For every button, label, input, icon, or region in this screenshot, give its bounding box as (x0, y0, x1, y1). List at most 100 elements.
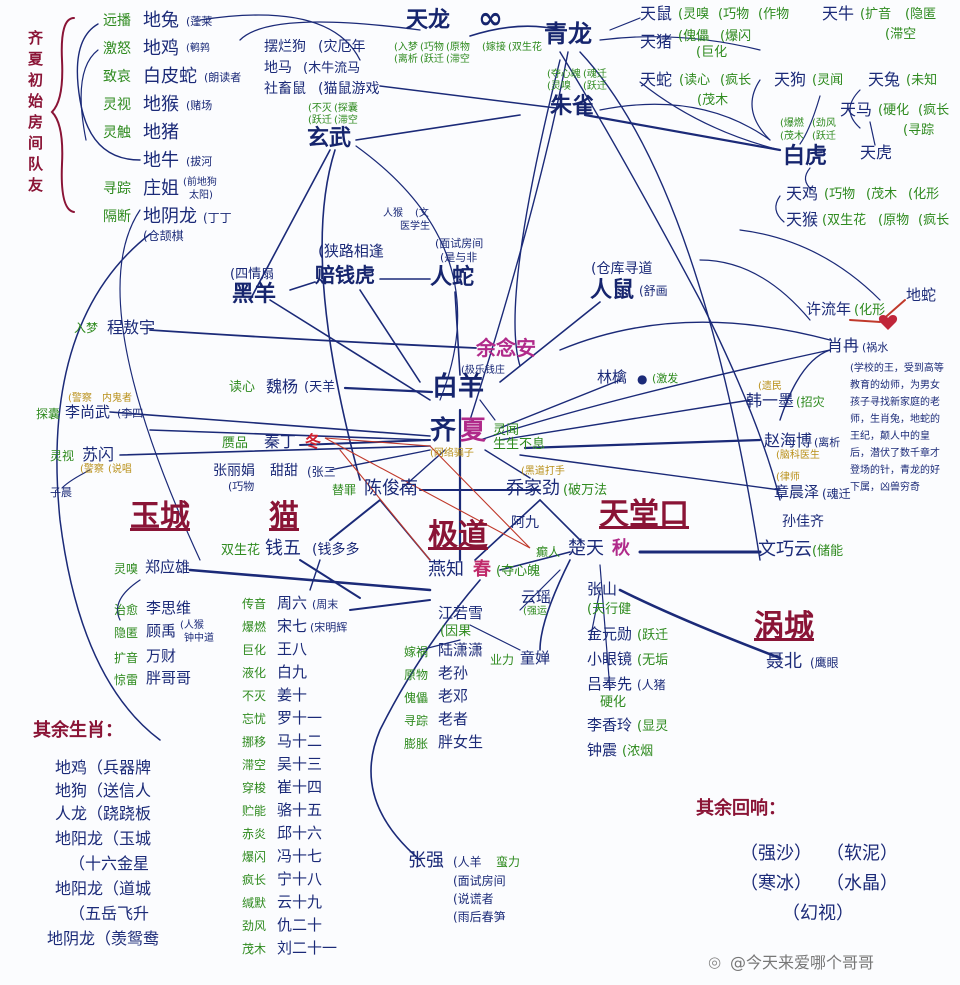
room-label: (张三 (307, 465, 336, 479)
echo-label: (夺心魄 (547, 69, 581, 80)
echo-label: (嫁接 (482, 42, 506, 53)
character-name: 苏闪 (82, 445, 115, 464)
heiyang-node: 黑羊 (232, 282, 277, 307)
echo-label: 隐匿 (114, 626, 139, 640)
echo-label: (劲风 (812, 118, 836, 129)
legend-item: 人龙（跷跷板 (55, 804, 152, 823)
echo-label: (夺心魄 (496, 564, 541, 579)
echo-label: (强运 (523, 606, 547, 617)
echo-label: (寻踪 (903, 123, 935, 138)
echo-label: (巧物 (420, 42, 444, 53)
echo-label: (化形 (854, 303, 886, 318)
connector-line (329, 449, 431, 471)
connector-line (751, 79, 771, 141)
room-label: (魂迁 (822, 487, 851, 501)
room-label: (前地狗 (183, 177, 217, 188)
character-name: 白皮蛇 (143, 66, 197, 87)
echo-label: (原物 (878, 213, 910, 228)
echo-label: 灵视 (50, 449, 75, 463)
character-name: 地猴 (143, 94, 179, 115)
echo-label: 入梦 (74, 321, 99, 335)
xia-char: 夏 (460, 416, 487, 446)
character-name: 云十九 (277, 893, 323, 911)
room-label: 钟中道 (184, 633, 214, 644)
connector-line (76, 23, 141, 161)
echo-label: (激发 (652, 372, 679, 385)
room-label: (舒画 (639, 284, 668, 298)
connector-line (779, 349, 831, 421)
character-name: 天马 (840, 100, 873, 119)
legend-item: （五岳飞升 (69, 904, 150, 923)
legend-other-zodiac-heading: 其余生肖： (33, 720, 123, 741)
character-name: 邱十六 (277, 824, 323, 842)
echo-label: (无垢 (637, 653, 669, 668)
echo-label: 滞空 (242, 758, 267, 772)
room-label: (遗民 (758, 381, 782, 392)
room-label: (网络骗子 (430, 448, 474, 459)
echo-label: (双生花 (508, 42, 542, 53)
echo-label: 赤炎 (242, 827, 267, 841)
character-name: 江若雪 (438, 604, 484, 622)
room-label: (脑科医生 (776, 450, 820, 461)
connector-line (599, 36, 761, 51)
character-name: 张山 (587, 580, 618, 598)
qinglong-node: 青龙 (544, 20, 592, 48)
echo-label: 灵视 (103, 97, 131, 113)
character-name: 地阴龙 (143, 206, 197, 227)
connector-line (239, 21, 421, 41)
connector-line (469, 25, 561, 37)
echo-label: (浓烟 (622, 744, 654, 759)
legend-item: （十六金星 (69, 854, 150, 873)
echo-label: (天行健 (587, 602, 632, 617)
room-label: (天羊 (304, 380, 336, 395)
peiqianhu-node: 赔钱虎 (315, 263, 375, 287)
room-label: (黑道打手 (521, 466, 565, 477)
renshu-node: 人鼠 (590, 278, 635, 303)
connector-line (359, 289, 421, 383)
character-name: 天猴 (786, 210, 819, 229)
echo-label: 忘忧 (242, 712, 267, 726)
connector-line (289, 281, 316, 291)
room-label: (蓬莱 (186, 15, 213, 28)
character-name: 地马 (264, 60, 292, 76)
echo-label: 探囊 (36, 407, 61, 421)
echo-label: 液化 (242, 666, 267, 680)
echo-label: 灵闻 (493, 423, 520, 438)
character-name: 白九 (277, 663, 308, 681)
room-label: (巧物 (228, 480, 255, 493)
character-name: 胖哥哥 (146, 669, 192, 687)
room-label: (律师 (776, 472, 800, 483)
baiyang-node: 白羊 (432, 372, 485, 402)
connector-line (599, 103, 771, 141)
character-name: 宋七 (277, 617, 308, 635)
legend-item: 地阳龙（玉城 (55, 829, 152, 848)
character-name: 秦丁 (264, 432, 297, 451)
connector-line (61, 469, 91, 489)
room-label: (文 (415, 208, 429, 219)
connector-line (119, 209, 201, 561)
character-name: 天蛇 (640, 70, 673, 89)
room-label: (赌场 (186, 99, 213, 112)
echo-label: 疯长 (242, 873, 267, 887)
legend-other-echo-heading: 其余回响： (696, 798, 786, 819)
room-label: (宋明辉 (310, 621, 348, 634)
room-label: (灾厄年 (318, 39, 366, 55)
triangle-line (339, 449, 431, 561)
room-label: (面试房间 (435, 237, 484, 250)
echo-label: (读心 (679, 73, 711, 88)
region-tiantangkou: 天堂口 (599, 497, 689, 532)
connector-line (299, 559, 361, 599)
echo-label: (爆燃 (780, 118, 804, 129)
connector-line (355, 145, 459, 401)
character-name: 罗十一 (277, 709, 323, 727)
connector-line (599, 564, 611, 691)
connector-line (579, 51, 761, 561)
legend-item: （水晶） (826, 873, 898, 894)
bracket-line (50, 17, 75, 213)
character-name: 胖女生 (438, 733, 484, 751)
connector-line (479, 349, 831, 441)
echo-label: (双生花 (822, 213, 867, 228)
character-name: 韩一墨 (746, 391, 795, 410)
echo-label: 隔断 (103, 209, 131, 225)
echo-label: 不灭 (242, 689, 267, 703)
